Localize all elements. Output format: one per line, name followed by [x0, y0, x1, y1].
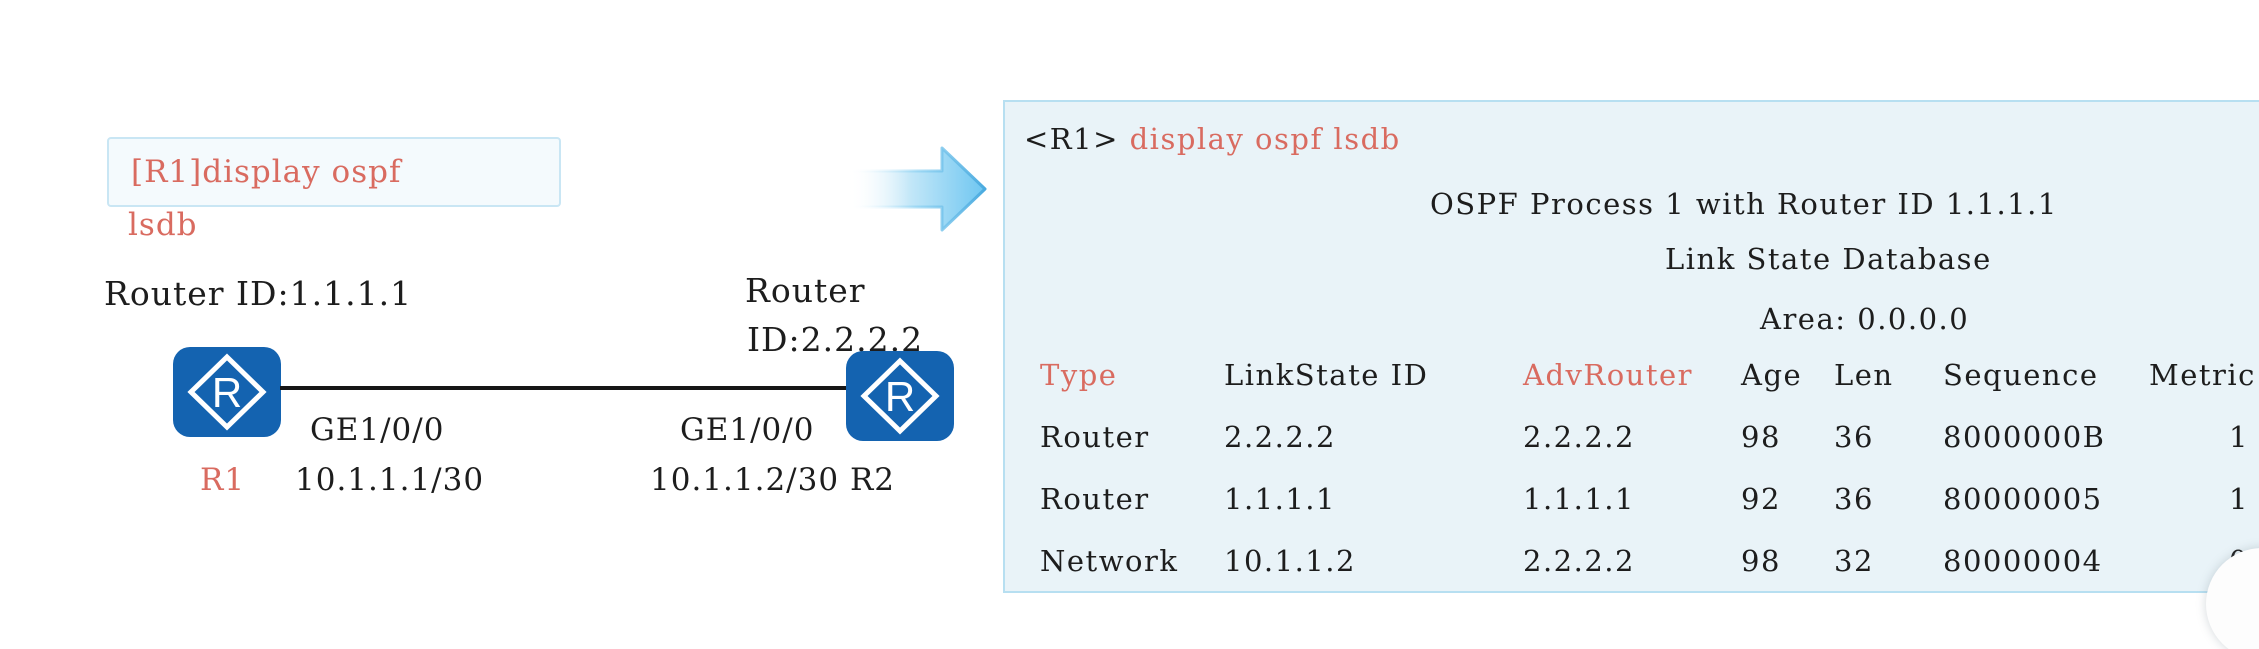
terminal-output-panel: <R1> display ospf lsdb OSPF Process 1 wi… — [1003, 100, 2259, 593]
router-icon-r1: R — [173, 347, 281, 437]
lsdb-cell: 32 — [1834, 544, 1874, 578]
lsdb-cell: 1.1.1.1 — [1224, 482, 1336, 516]
terminal-command: display ospf lsdb — [1119, 122, 1401, 156]
router-icon-r2: R — [846, 351, 954, 441]
lsdb-header-type: Type — [1040, 358, 1118, 392]
lsdb-cell: Network — [1040, 544, 1179, 578]
r1-ip-label: 10.1.1.1/30 — [295, 462, 485, 498]
lsdb-cell: 98 — [1741, 420, 1781, 454]
lsdb-cell: 1 — [2229, 420, 2249, 454]
lsdb-table-row: Router 1.1.1.1 1.1.1.1 92 36 80000005 1 — [1005, 482, 2259, 516]
lsdb-cell: 10.1.1.2 — [1224, 544, 1356, 578]
lsdb-cell: 2.2.2.2 — [1523, 544, 1635, 578]
lsdb-header-advrouter: AdvRouter — [1523, 358, 1694, 392]
terminal-command-text: display ospf lsdb — [1129, 122, 1401, 156]
r1-name-label: R1 — [200, 462, 246, 498]
svg-text:R: R — [885, 373, 915, 420]
command-annotation-box: [R1]display ospf — [107, 137, 561, 207]
link-state-database-heading: Link State Database — [1665, 242, 1992, 276]
lsdb-cell: Router — [1040, 420, 1150, 454]
lsdb-cell: Router — [1040, 482, 1150, 516]
terminal-command-line: <R1> display ospf lsdb — [1024, 122, 1401, 156]
r1-interface-label: GE1/0/0 — [310, 412, 445, 448]
terminal-prompt: <R1> — [1024, 122, 1119, 156]
lsdb-header-linkstate-id: LinkState ID — [1224, 358, 1429, 392]
lsdb-cell: 80000005 — [1943, 482, 2103, 516]
lsdb-cell: 1 — [2229, 482, 2249, 516]
lsdb-header-age: Age — [1741, 358, 1803, 392]
ospf-process-heading: OSPF Process 1 with Router ID 1.1.1.1 — [1430, 187, 2058, 221]
lsdb-table: Type LinkState ID AdvRouter Age Len Sequ… — [1005, 358, 2259, 606]
lsdb-header-metric: Metric — [2149, 358, 2256, 392]
lsdb-table-header-row: Type LinkState ID AdvRouter Age Len Sequ… — [1005, 358, 2259, 392]
lsdb-cell: 92 — [1741, 482, 1781, 516]
lsdb-header-len: Len — [1834, 358, 1894, 392]
lsdb-cell: 2.2.2.2 — [1523, 420, 1635, 454]
command-annotation-line1: [R1]display ospf — [131, 154, 402, 190]
lsdb-header-sequence: Sequence — [1943, 358, 2099, 392]
area-heading: Area: 0.0.0.0 — [1760, 302, 1970, 336]
svg-text:R: R — [212, 369, 242, 416]
lsdb-cell: 80000004 — [1943, 544, 2103, 578]
lsdb-cell: 2.2.2.2 — [1224, 420, 1336, 454]
topology-link-line — [280, 386, 847, 390]
flow-arrow-icon — [847, 146, 987, 232]
r2-interface-label: GE1/0/0 — [680, 412, 815, 448]
r2-name-label: R2 — [849, 462, 896, 498]
lsdb-cell: 8000000B — [1943, 420, 2106, 454]
lsdb-table-row: Router 2.2.2.2 2.2.2.2 98 36 8000000B 1 — [1005, 420, 2259, 454]
r2-router-id-label-line1: Router — [745, 271, 866, 310]
lsdb-cell: 36 — [1834, 482, 1874, 516]
command-annotation-line2: lsdb — [128, 207, 198, 243]
r2-ip-label: 10.1.1.2/30 R2 — [650, 462, 895, 498]
lsdb-cell: 1.1.1.1 — [1523, 482, 1635, 516]
r1-router-id-label: Router ID:1.1.1.1 — [104, 274, 413, 313]
lsdb-cell: 36 — [1834, 420, 1874, 454]
r2-ip-value: 10.1.1.2/30 — [650, 462, 840, 498]
lsdb-cell: 98 — [1741, 544, 1781, 578]
